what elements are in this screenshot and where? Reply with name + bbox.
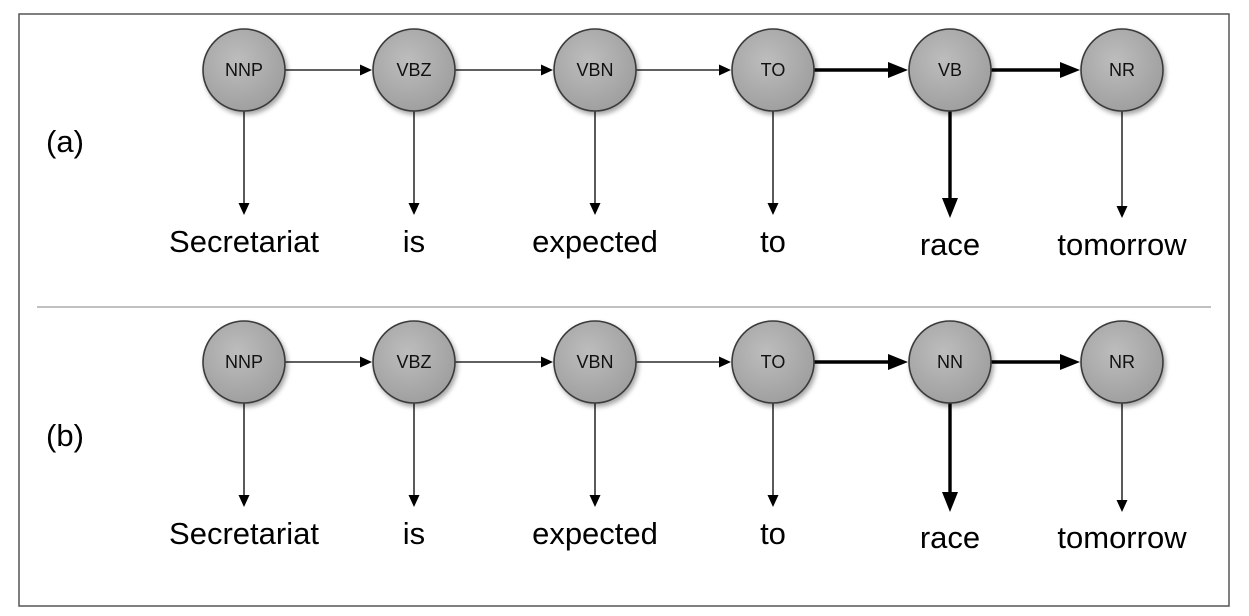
tag-node-a-3: TO <box>731 28 815 112</box>
emission-arrow-a-2 <box>589 111 601 215</box>
tag-label-b-3: TO <box>761 352 786 372</box>
word-a-4: race <box>920 227 980 262</box>
transition-arrow-a-1 <box>455 64 553 76</box>
word-b-5: tomorrow <box>1057 520 1187 555</box>
word-a-2: expected <box>532 224 658 259</box>
tag-label-b-1: VBZ <box>396 352 431 372</box>
emission-arrow-a-0 <box>238 111 250 215</box>
word-b-1: is <box>403 516 425 551</box>
transition-arrow-a-2 <box>636 64 731 76</box>
tag-label-a-1: VBZ <box>396 60 431 80</box>
tag-label-a-5: NR <box>1109 60 1135 80</box>
tag-node-b-3: TO <box>731 320 815 404</box>
emission-arrow-a-3 <box>767 111 779 215</box>
word-b-4: race <box>920 520 980 555</box>
word-a-1: is <box>403 224 425 259</box>
tag-node-b-0: NNP <box>202 320 286 404</box>
tag-node-b-1: VBZ <box>372 320 456 404</box>
transition-arrow-a-0 <box>285 64 372 76</box>
tag-node-b-2: VBN <box>553 320 637 404</box>
emission-arrow-b-2 <box>589 403 601 507</box>
edges-layer <box>238 62 1128 512</box>
transition-arrow-b-4 <box>991 354 1080 370</box>
emission-arrow-b-3 <box>767 403 779 507</box>
diagram-frame <box>18 13 1230 607</box>
tag-label-a-3: TO <box>761 60 786 80</box>
tag-node-b-4: NN <box>908 320 992 404</box>
tag-label-b-5: NR <box>1109 352 1135 372</box>
transition-arrow-b-0 <box>285 356 372 368</box>
tag-node-a-5: NR <box>1080 28 1164 112</box>
emission-arrow-b-0 <box>238 403 250 507</box>
emission-arrow-a-1 <box>408 111 420 215</box>
word-a-0: Secretariat <box>169 224 319 259</box>
emission-arrow-a-4 <box>942 111 958 218</box>
word-a-3: to <box>760 224 786 259</box>
tag-node-a-0: NNP <box>202 28 286 112</box>
tag-label-a-0: NNP <box>225 60 263 80</box>
word-b-3: to <box>760 516 786 551</box>
tag-label-b-4: NN <box>937 352 963 372</box>
emission-arrow-b-5 <box>1116 403 1128 512</box>
tag-label-a-2: VBN <box>576 60 613 80</box>
panel-b-label: (b) <box>46 418 84 453</box>
emission-arrow-b-4 <box>942 403 958 512</box>
transition-arrow-a-4 <box>991 62 1080 78</box>
word-b-0: Secretariat <box>169 516 319 551</box>
tag-label-a-4: VB <box>938 60 962 80</box>
emission-arrow-a-5 <box>1116 111 1128 218</box>
tag-node-a-2: VBN <box>553 28 637 112</box>
tag-node-a-4: VB <box>908 28 992 112</box>
word-b-2: expected <box>532 516 658 551</box>
panel-a-label: (a) <box>46 124 84 159</box>
emission-arrow-b-1 <box>408 403 420 507</box>
tag-node-b-5: NR <box>1080 320 1164 404</box>
transition-arrow-b-1 <box>455 356 553 368</box>
tag-label-b-0: NNP <box>225 352 263 372</box>
nodes-layer: NNP VBZ VBN TO VB NR NNP VBZ VBN TO NN NR <box>202 28 1164 404</box>
transition-arrow-b-3 <box>814 354 908 370</box>
tag-node-a-1: VBZ <box>372 28 456 112</box>
transition-arrow-b-2 <box>636 356 731 368</box>
transition-arrow-a-3 <box>814 62 908 78</box>
word-a-5: tomorrow <box>1057 227 1187 262</box>
tag-label-b-2: VBN <box>576 352 613 372</box>
